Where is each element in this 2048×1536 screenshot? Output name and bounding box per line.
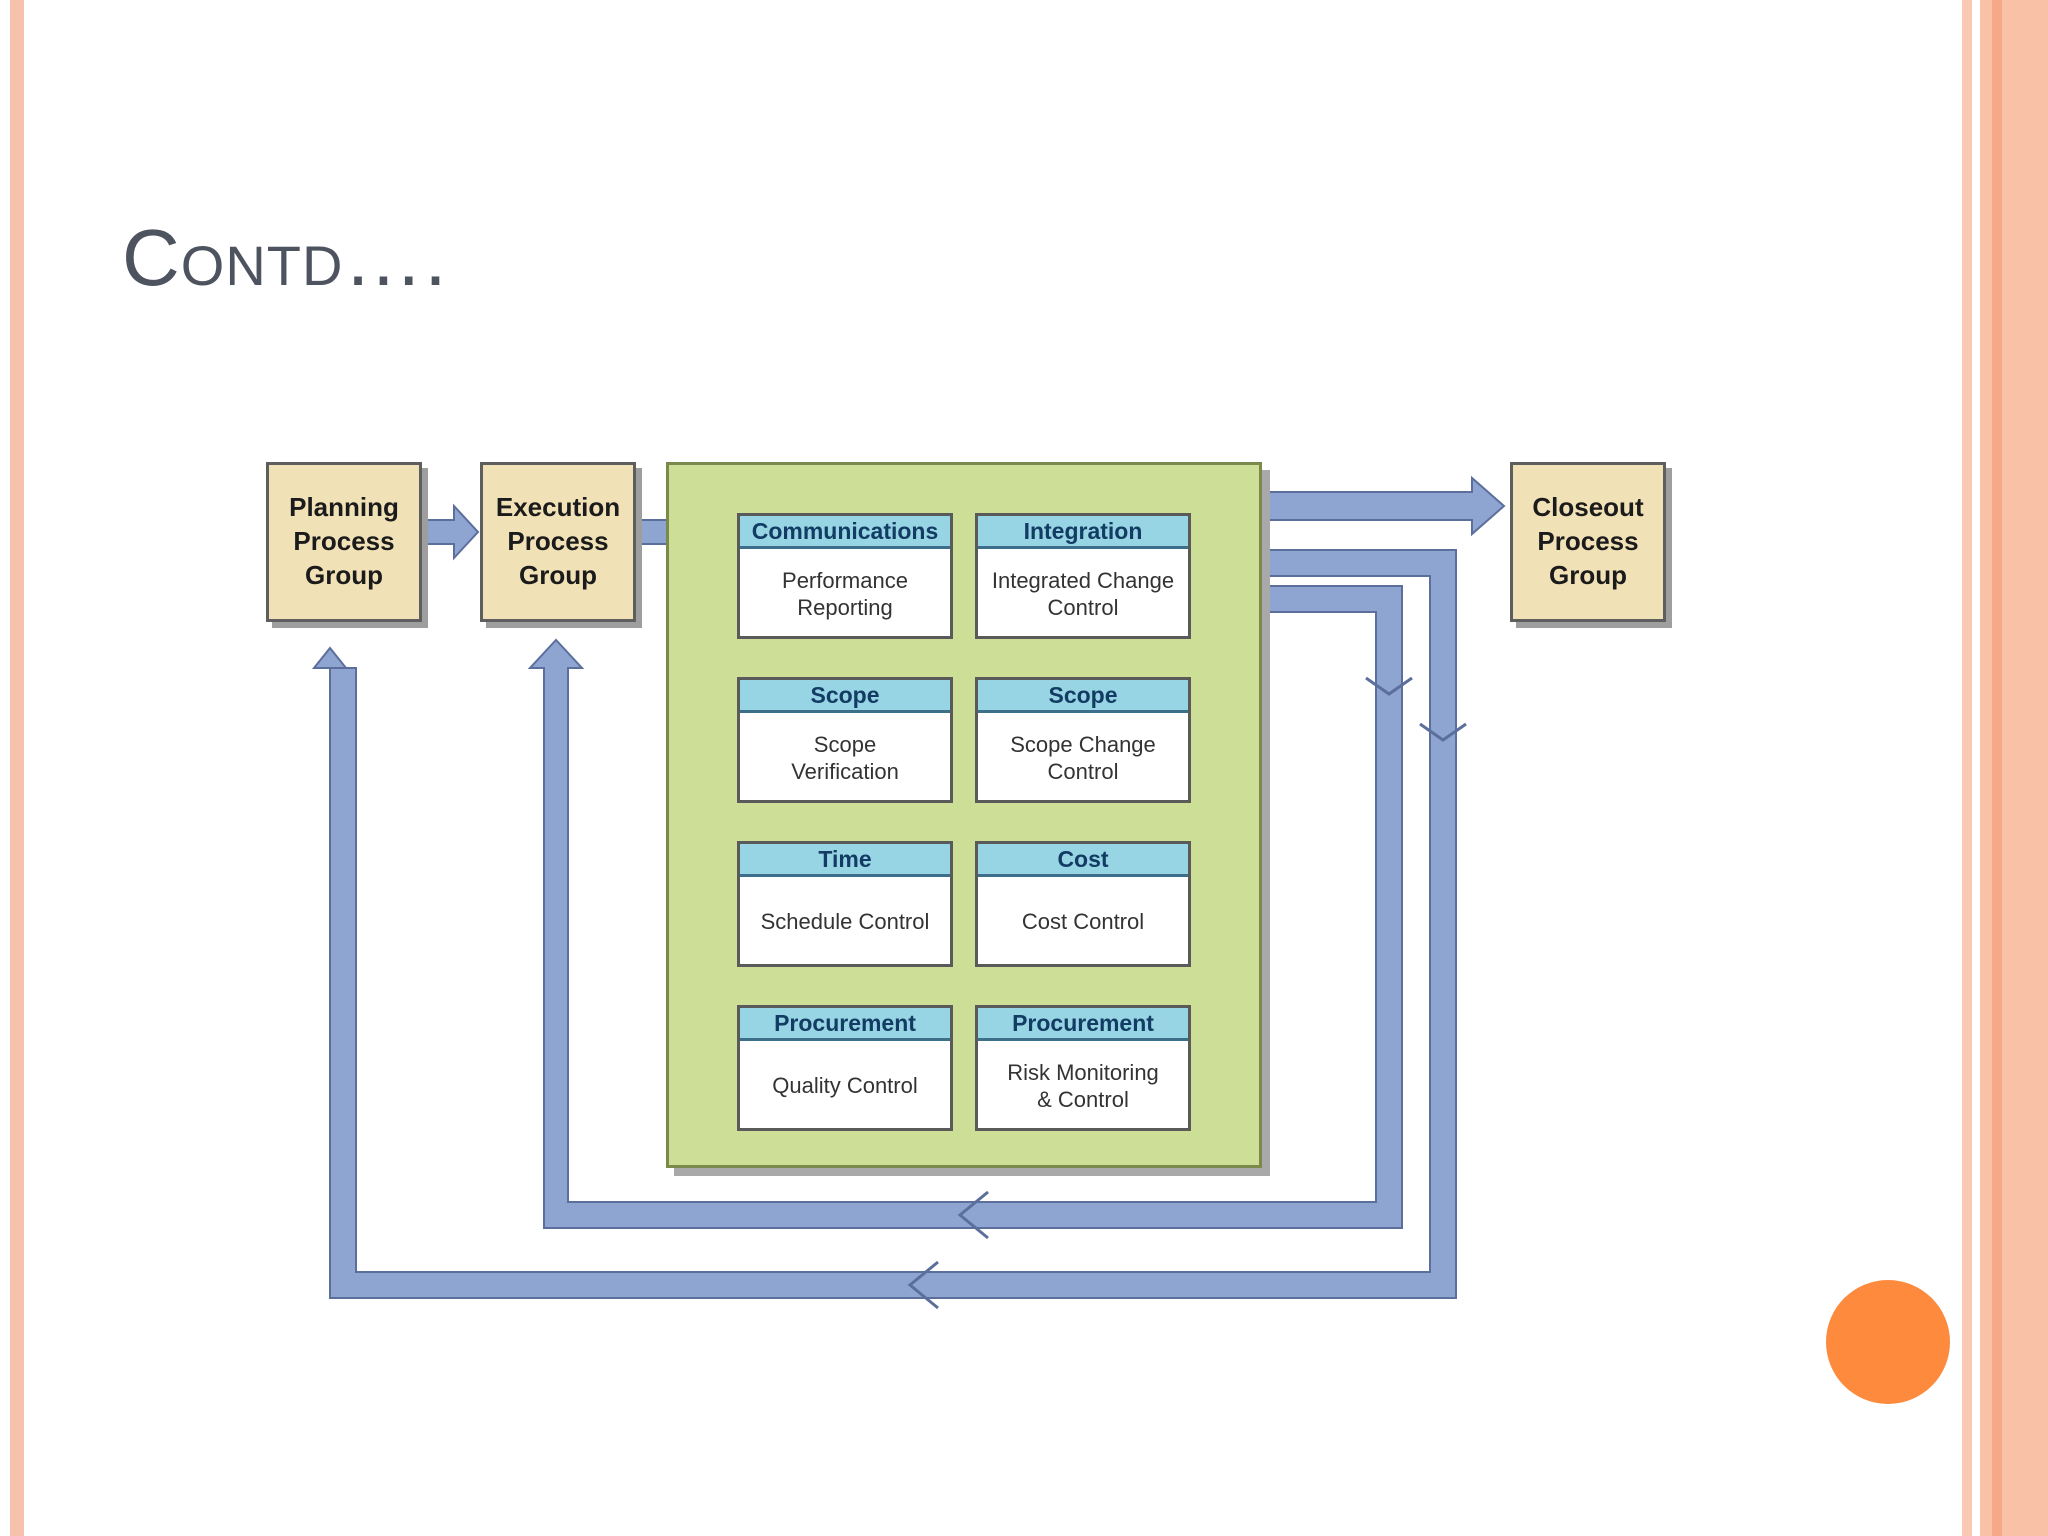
left-border-strip bbox=[10, 0, 24, 1536]
process-card: Integration Integrated Change Control bbox=[975, 513, 1191, 639]
right-border-strip bbox=[1962, 0, 1972, 1536]
card-body: Quality Control bbox=[772, 1073, 918, 1099]
card-title: Time bbox=[740, 844, 950, 877]
feedback-loop-to-planning bbox=[311, 549, 1457, 1299]
process-card: Cost Cost Control bbox=[975, 841, 1191, 967]
card-body: Schedule Control bbox=[760, 909, 930, 935]
card-title: Cost bbox=[978, 844, 1188, 877]
planning-process-group: Planning Process Group bbox=[266, 462, 422, 622]
process-card: Communications Performance Reporting bbox=[737, 513, 953, 639]
feedback-loop-to-execution bbox=[527, 585, 1403, 1229]
process-card: Procurement Quality Control bbox=[737, 1005, 953, 1131]
card-title: Scope bbox=[978, 680, 1188, 713]
card-title: Scope bbox=[740, 680, 950, 713]
monitoring-control-diagram: Planning Process Group Execution Process… bbox=[230, 420, 1710, 1320]
card-title: Procurement bbox=[978, 1008, 1188, 1041]
process-card: Scope Scope Verification bbox=[737, 677, 953, 803]
process-card: Procurement Risk Monitoring & Control bbox=[975, 1005, 1191, 1131]
card-body: Performance Reporting bbox=[782, 567, 908, 621]
orange-accent-dot bbox=[1826, 1280, 1950, 1404]
process-card: Scope Scope Change Control bbox=[975, 677, 1191, 803]
chevron-inner-loop-left bbox=[957, 1190, 989, 1240]
card-title: Procurement bbox=[740, 1008, 950, 1041]
process-card: Time Schedule Control bbox=[737, 841, 953, 967]
card-body: Cost Control bbox=[1021, 909, 1145, 935]
chevron-inner-loop-down bbox=[1365, 676, 1413, 696]
right-border-band bbox=[1980, 0, 2048, 1536]
card-body: Scope Verification bbox=[791, 731, 899, 785]
chevron-outer-loop-left bbox=[907, 1260, 939, 1310]
closeout-process-group: Closeout Process Group bbox=[1510, 462, 1666, 622]
card-title: Integration bbox=[978, 516, 1188, 549]
controlling-processes-panel: Communications Performance Reporting Int… bbox=[666, 462, 1262, 1168]
card-body: Risk Monitoring & Control bbox=[1007, 1059, 1159, 1113]
card-title: Communications bbox=[740, 516, 950, 549]
card-body: Scope Change Control bbox=[1010, 731, 1156, 785]
right-border-line bbox=[1992, 0, 2002, 1536]
execution-process-group: Execution Process Group bbox=[480, 462, 636, 622]
arrow-planning-to-execution bbox=[423, 503, 480, 561]
slide-title: Contd…. bbox=[122, 213, 448, 302]
card-body: Integrated Change Control bbox=[991, 567, 1175, 621]
chevron-outer-loop-down bbox=[1419, 722, 1467, 742]
